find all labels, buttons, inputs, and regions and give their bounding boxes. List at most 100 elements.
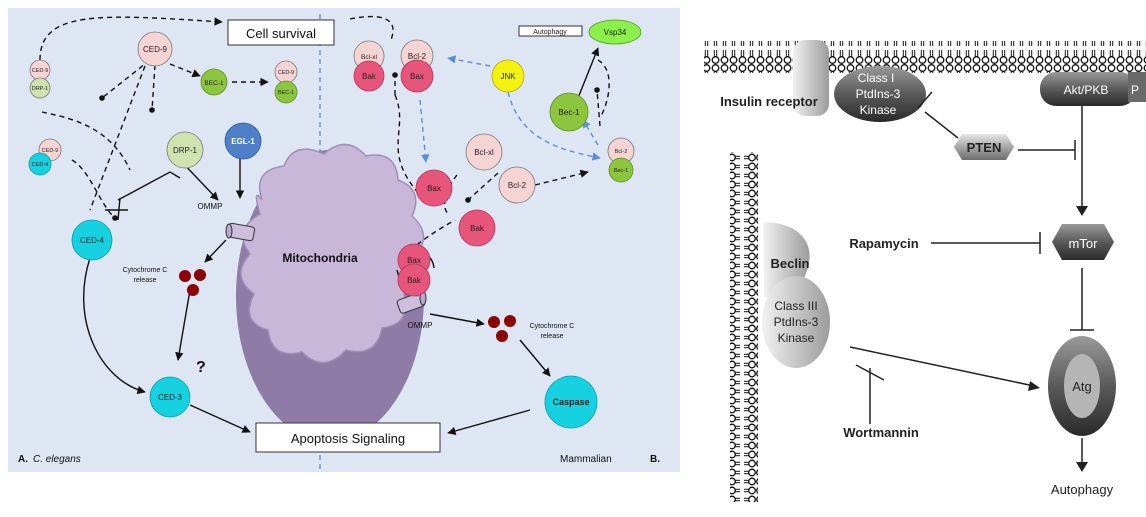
node-ced4: CED-4 bbox=[71, 219, 113, 261]
plasma-membrane-top bbox=[704, 41, 1146, 73]
class3-pi3k-shape bbox=[762, 276, 830, 368]
svg-text:Bcl-xl: Bcl-xl bbox=[474, 148, 494, 157]
ommp-label-left: OMMP bbox=[198, 202, 223, 211]
cell-survival-label: Cell survival bbox=[246, 26, 316, 41]
svg-text:Bcl-2: Bcl-2 bbox=[615, 149, 628, 155]
node-bcl2-mid: Bcl-2 bbox=[498, 166, 536, 204]
svg-text:CED-3: CED-3 bbox=[158, 393, 183, 402]
svg-text:Bcl-2: Bcl-2 bbox=[408, 52, 427, 61]
left-panel: Mitochondria OMMP OMMP Cell survival Apo… bbox=[8, 8, 680, 472]
svg-text:Vsp34: Vsp34 bbox=[604, 28, 627, 37]
insulin-receptor-shape bbox=[793, 40, 829, 116]
panel-a-species: C. elegans bbox=[33, 454, 81, 465]
cytochrome-c-right bbox=[488, 315, 516, 342]
panel-b-letter: B. bbox=[650, 454, 660, 465]
mtor-label: mTor bbox=[1069, 236, 1099, 251]
class1-pi3k-shape bbox=[834, 66, 926, 122]
akt-pkb-label: Akt/PKB bbox=[1064, 83, 1109, 97]
mitochondria-label: Mitochondria bbox=[282, 251, 358, 265]
atg-arrowhead bbox=[1028, 381, 1040, 391]
mtor-shape bbox=[1052, 224, 1114, 260]
svg-text:CED-9: CED-9 bbox=[143, 45, 168, 54]
svg-text:Bak: Bak bbox=[470, 224, 485, 233]
cytochrome-c-left bbox=[179, 269, 206, 296]
svg-text:JNK: JNK bbox=[500, 72, 516, 81]
node-drp1: DRP-1 bbox=[166, 131, 204, 169]
node-ced9-ced4-pair: CED-9 CED-4 bbox=[28, 138, 62, 176]
apoptosis-label: Apoptosis Signaling bbox=[291, 431, 405, 446]
node-autophagy-box: Autophagy bbox=[518, 25, 583, 37]
vesicle-membrane bbox=[730, 152, 758, 502]
right-inhibition-lines bbox=[855, 91, 1094, 466]
svg-text:DRP-1: DRP-1 bbox=[173, 146, 198, 155]
node-ced9-bec1-pair: CED-9 BEC-1 bbox=[274, 60, 298, 104]
akt-pkb-shape bbox=[1040, 72, 1136, 106]
panel-b-species: Mammalian bbox=[560, 454, 612, 465]
insulin-receptor-label: Insulin receptor bbox=[720, 94, 818, 109]
node-bec1-m: Bec-1 bbox=[549, 92, 589, 132]
autophagy-label-right: Autophagy bbox=[1051, 482, 1114, 497]
svg-text:EGL-1: EGL-1 bbox=[231, 137, 255, 146]
akt-pkb-cut-label: P bbox=[1131, 83, 1139, 97]
svg-text:Autophagy: Autophagy bbox=[533, 29, 567, 36]
node-bax-mid: Bax bbox=[415, 169, 453, 207]
svg-text:Caspase: Caspase bbox=[552, 397, 589, 407]
question-mark: ? bbox=[196, 359, 206, 376]
svg-text:Bcl-xl: Bcl-xl bbox=[361, 54, 377, 61]
svg-text:CED-4: CED-4 bbox=[32, 162, 49, 168]
node-bcl2-bec1-pair: Bcl-2 Bec-1 bbox=[607, 137, 635, 183]
svg-text:DRP-1: DRP-1 bbox=[32, 86, 49, 92]
pten-shape bbox=[954, 134, 1014, 160]
svg-text:Bax: Bax bbox=[427, 184, 441, 193]
svg-text:Bax: Bax bbox=[410, 72, 424, 81]
cytc-left-line2: release bbox=[134, 277, 157, 284]
cytc-right-line2: release bbox=[541, 333, 564, 340]
svg-text:Bec-1: Bec-1 bbox=[559, 108, 580, 117]
svg-text:Bec-1: Bec-1 bbox=[614, 168, 628, 174]
svg-text:CED-9: CED-9 bbox=[42, 148, 59, 154]
pi3k-to-atg-line bbox=[849, 346, 1035, 387]
node-caspase: Caspase bbox=[544, 375, 598, 429]
node-bax-bak-mito: Bax Bak bbox=[397, 243, 431, 297]
class3-line2: PtdIns-3 bbox=[774, 315, 819, 329]
cytc-right-line1: Cytochrome C bbox=[530, 323, 575, 330]
node-bclxl-mid: Bcl-xl bbox=[465, 133, 503, 171]
svg-text:Bak: Bak bbox=[362, 72, 377, 81]
rapamycin-label: Rapamycin bbox=[849, 236, 918, 251]
cytc-left-line1: Cytochrome C bbox=[123, 267, 168, 274]
akt-pkb-cut-shape bbox=[1128, 72, 1146, 102]
wortmannin-label: Wortmannin bbox=[843, 425, 919, 440]
ommp-pore-left bbox=[225, 222, 256, 242]
node-ced9-drp1-pair: CED-9 DRP-1 bbox=[29, 59, 51, 99]
svg-text:Bcl-2: Bcl-2 bbox=[508, 181, 527, 190]
node-jnk: JNK bbox=[491, 59, 525, 93]
atg-ring-hole bbox=[1064, 354, 1100, 418]
apoptosis-box bbox=[255, 422, 441, 453]
class3-line3: Kinase bbox=[778, 331, 815, 345]
node-vsp34: Vsp34 bbox=[588, 19, 642, 45]
svg-text:BEC-1: BEC-1 bbox=[204, 80, 224, 87]
node-bcl2-bax-top: Bcl-2 Bax bbox=[400, 39, 434, 93]
class1-line3: Kinase bbox=[860, 103, 897, 117]
svg-text:BEC-1: BEC-1 bbox=[278, 90, 294, 96]
svg-text:CED-4: CED-4 bbox=[80, 236, 105, 245]
node-bec1-a: BEC-1 bbox=[200, 68, 228, 96]
node-bclxl-bak-top: Bcl-xl Bak bbox=[353, 40, 385, 92]
mitochondrion: Mitochondria bbox=[236, 143, 425, 442]
blue-dashed-connectors bbox=[419, 55, 601, 163]
right-panel: Insulin receptor Class I PtdIns-3 Kinase… bbox=[704, 40, 1146, 502]
cell-survival-box bbox=[227, 19, 335, 46]
class3-line1: Class III bbox=[774, 299, 817, 313]
autophagy-arrowhead bbox=[1076, 462, 1088, 472]
pten-label: PTEN bbox=[967, 140, 1002, 155]
beclin-label: Beclin bbox=[770, 256, 809, 271]
dashed-connectors bbox=[39, 15, 610, 259]
svg-text:Bak: Bak bbox=[407, 276, 422, 285]
svg-text:CED-9: CED-9 bbox=[32, 68, 49, 74]
svg-text:Bax: Bax bbox=[407, 256, 421, 265]
class1-line2: PtdIns-3 bbox=[856, 87, 901, 101]
svg-text:CED-9: CED-9 bbox=[278, 70, 295, 76]
node-ced3: CED-3 bbox=[149, 376, 191, 418]
panel-a-letter: A. bbox=[18, 454, 28, 465]
